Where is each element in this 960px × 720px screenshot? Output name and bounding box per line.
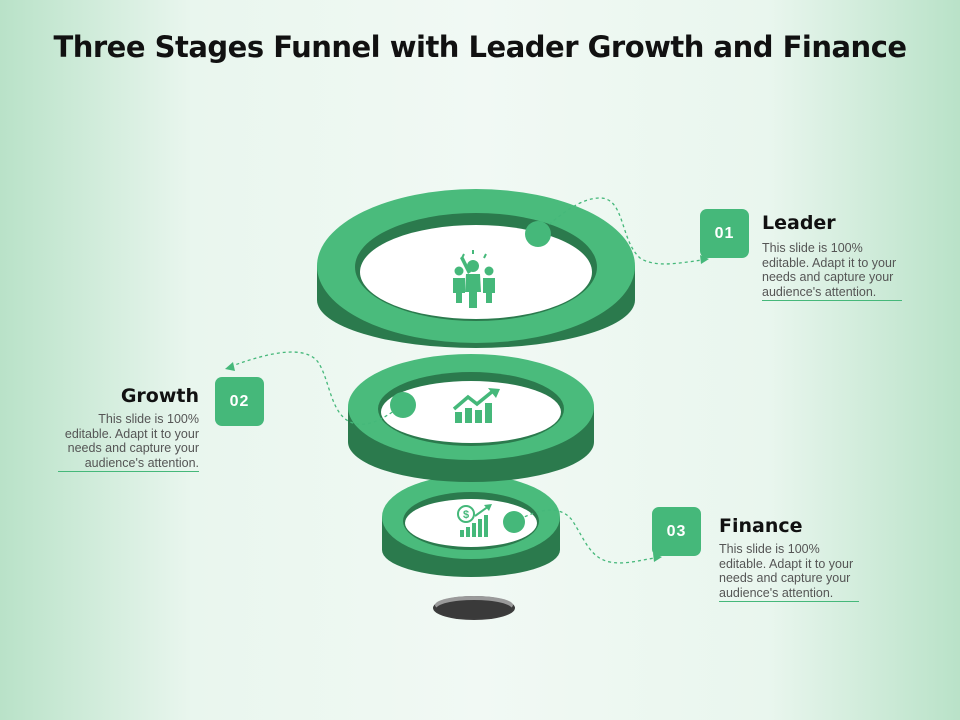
stage-description-leader: This slide is 100% editable. Adapt it to… bbox=[762, 241, 902, 301]
stage-description-finance: This slide is 100% editable. Adapt it to… bbox=[719, 542, 859, 602]
connector-finance bbox=[513, 509, 656, 564]
arrowhead-growth bbox=[225, 362, 235, 371]
stage-title-finance: Finance bbox=[719, 515, 803, 537]
connector-leader bbox=[539, 197, 703, 265]
stage-badge-02: 02 bbox=[215, 377, 264, 426]
connector-dot-growth bbox=[390, 392, 416, 418]
stage-badge-01: 01 bbox=[700, 209, 749, 258]
funnel-ring-3 bbox=[382, 475, 560, 577]
stage-description-growth: This slide is 100% editable. Adapt it to… bbox=[58, 412, 199, 472]
connector-dot-finance bbox=[503, 511, 525, 533]
connector-dot-leader bbox=[525, 221, 551, 247]
page-title: Three Stages Funnel with Leader Growth a… bbox=[53, 30, 907, 64]
finance-chart-icon: $ bbox=[457, 504, 492, 537]
leader-group-icon bbox=[453, 250, 495, 308]
stage-title-leader: Leader bbox=[762, 212, 836, 234]
growth-chart-icon bbox=[452, 388, 500, 423]
stage-title-growth: Growth bbox=[120, 385, 199, 407]
stage-badge-03: 03 bbox=[652, 507, 701, 556]
svg-text:$: $ bbox=[463, 509, 469, 521]
connector-growth bbox=[231, 351, 403, 425]
arrowhead-leader bbox=[700, 255, 709, 264]
